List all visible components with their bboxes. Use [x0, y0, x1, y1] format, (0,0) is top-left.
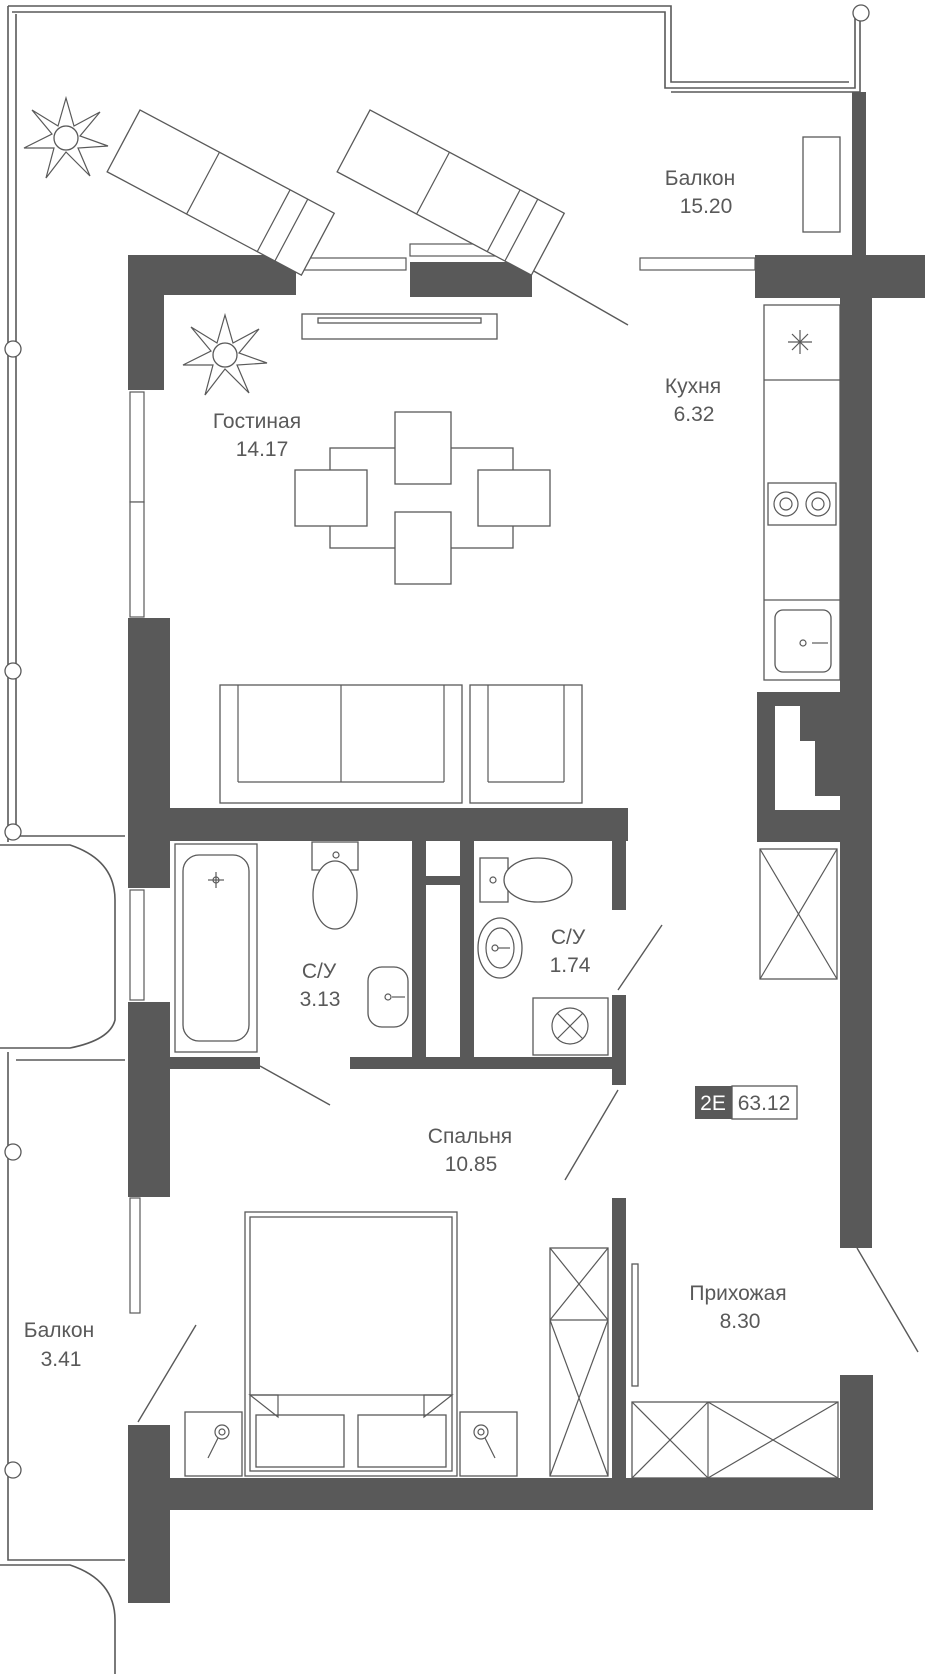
bedroom-furniture	[184, 1211, 518, 1477]
lounger-icon	[336, 109, 566, 276]
room-area-kitchen: 6.32	[674, 403, 715, 426]
apartment-badge: 2E 63.12	[695, 1085, 798, 1120]
doors	[137, 269, 919, 1423]
wardrobe-bedroom	[549, 1247, 609, 1477]
nightstand-icon	[184, 1411, 243, 1477]
apartment-type: 2E	[700, 1092, 726, 1115]
railing-post-icon	[4, 823, 22, 841]
kitchen-furniture	[763, 304, 841, 681]
room-area-living: 14.17	[236, 438, 289, 461]
storage-cabinet	[802, 136, 841, 233]
apartment-total-area: 63.12	[738, 1092, 791, 1115]
plant-icon	[23, 95, 109, 179]
balcony-bottom-outline	[0, 844, 125, 1674]
walls	[128, 92, 925, 1603]
railing-post-icon	[4, 662, 22, 680]
washbasin-icon	[477, 917, 523, 979]
railing-post-icon	[4, 340, 22, 358]
lounger-icon	[106, 109, 336, 276]
room-labels: Балкон 15.20 Кухня 6.32 Гостиная 14.17 С…	[24, 167, 787, 1371]
balcony-top-outline	[4, 4, 870, 842]
bathroom-left-fixtures	[174, 841, 409, 1053]
room-area-balcony-bottom: 3.41	[41, 1348, 82, 1371]
toilet-icon	[479, 857, 573, 903]
sofa	[219, 684, 583, 804]
windows	[129, 243, 756, 1314]
room-name-bedroom: Спальня	[428, 1125, 512, 1148]
room-area-bathroom-right: 1.74	[550, 954, 591, 977]
sink-icon	[774, 609, 832, 673]
room-name-hallway: Прихожая	[689, 1282, 786, 1305]
dining-table	[294, 411, 551, 585]
fridge-icon	[788, 330, 812, 354]
room-area-hallway: 8.30	[720, 1310, 761, 1333]
railing-post-icon	[4, 1461, 22, 1479]
room-name-bathroom-right: С/У	[551, 926, 586, 949]
room-area-bathroom-left: 3.13	[300, 988, 341, 1011]
bed	[244, 1211, 458, 1477]
room-name-balcony-bottom: Балкон	[24, 1319, 94, 1342]
railing-post-icon	[852, 4, 870, 22]
wardrobes	[549, 848, 839, 1479]
room-name-balcony-top: Балкон	[665, 167, 735, 190]
bathroom-right-fixtures	[477, 857, 609, 1056]
bathtub-icon	[174, 843, 258, 1053]
shower-icon	[532, 997, 609, 1056]
balcony-furniture	[23, 95, 841, 276]
toilet-icon	[311, 841, 359, 930]
nightstand-icon	[459, 1411, 518, 1477]
room-area-bedroom: 10.85	[445, 1153, 498, 1176]
room-name-kitchen: Кухня	[665, 375, 721, 398]
plant-icon	[182, 312, 268, 396]
living-furniture	[182, 312, 583, 804]
washbasin-icon	[367, 966, 409, 1028]
railing-post-icon	[4, 1143, 22, 1161]
cooktop-icon	[767, 482, 837, 526]
room-area-balcony-top: 15.20	[680, 195, 733, 218]
room-name-bathroom-left: С/У	[302, 960, 337, 983]
hallway-mirror	[631, 1263, 639, 1387]
room-name-living: Гостиная	[213, 410, 301, 433]
wardrobe-kitchen	[759, 848, 838, 980]
wardrobe-hallway	[631, 1401, 839, 1479]
